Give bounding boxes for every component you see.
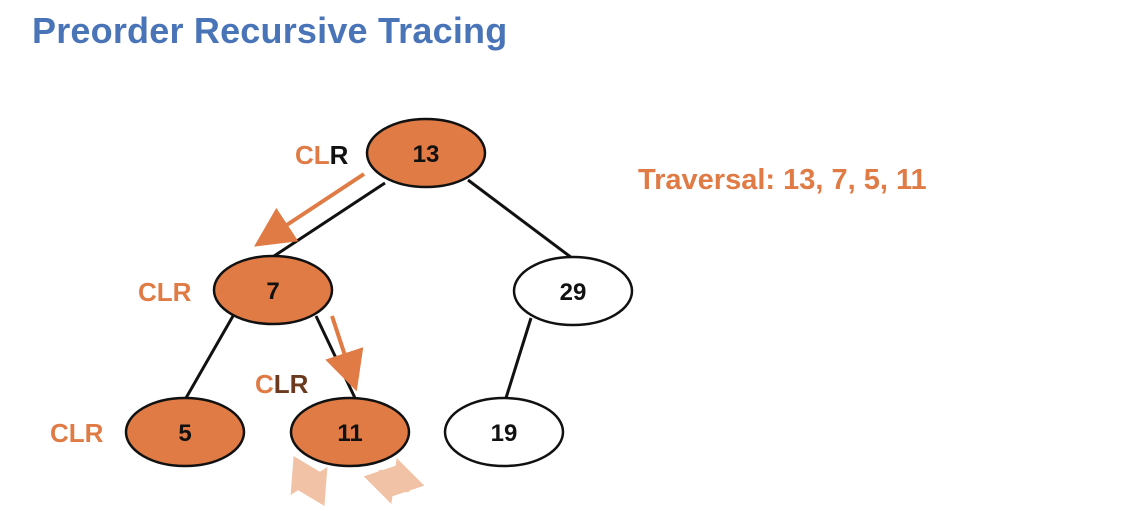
clr-tag-node-5: CLR [50,418,104,448]
clr-letter: C [295,140,314,170]
tree-node-5: 5 [124,396,246,468]
node-value-29: 29 [560,279,587,306]
tree-node-19: 19 [443,396,565,468]
clr-letter: L [69,418,85,448]
node-value-5: 5 [178,420,191,447]
clr-tag-node-7: CLR [138,277,192,307]
tree-node-13: 13 [365,117,487,189]
call-arrow-13-to-7 [253,172,366,247]
clr-letter: C [255,369,274,399]
node-value-13: 13 [413,141,440,168]
clr-letter: R [290,369,309,399]
faint-arrow-up-left [294,466,328,507]
clr-letter: L [157,277,173,307]
clr-letter: L [314,140,330,170]
tree-edge-13-29 [467,178,573,260]
node-value-19: 19 [491,420,518,447]
tree-edge-29-19 [504,317,533,399]
clr-tag-node-11: CLR [255,369,309,399]
clr-letter: R [173,277,192,307]
clr-letter: C [50,418,69,448]
traversal-output: Traversal: 13, 7, 5, 11 [638,164,927,196]
node-value-11: 11 [337,420,362,447]
tree-node-29: 29 [512,255,634,327]
faint-arrow-up-right [391,458,425,497]
node-value-7: 7 [266,278,279,305]
clr-letter: R [85,418,104,448]
tree-node-11: 11 [289,396,411,468]
faint-arrow-down-left [290,455,324,496]
clr-letter: L [274,369,290,399]
clr-letter: C [138,277,157,307]
tree-edge-13-7 [264,181,386,264]
tree-edge-7-5 [184,315,235,399]
faint-arrow-down-right [363,465,397,504]
tree-node-7: 7 [212,254,334,326]
clr-letter: R [330,140,349,170]
call-arrow-7-to-11 [325,315,364,392]
clr-tag-node-13: CLR [295,140,349,170]
page-title: Preorder Recursive Tracing [32,10,508,51]
null-child-arrows [290,455,425,507]
